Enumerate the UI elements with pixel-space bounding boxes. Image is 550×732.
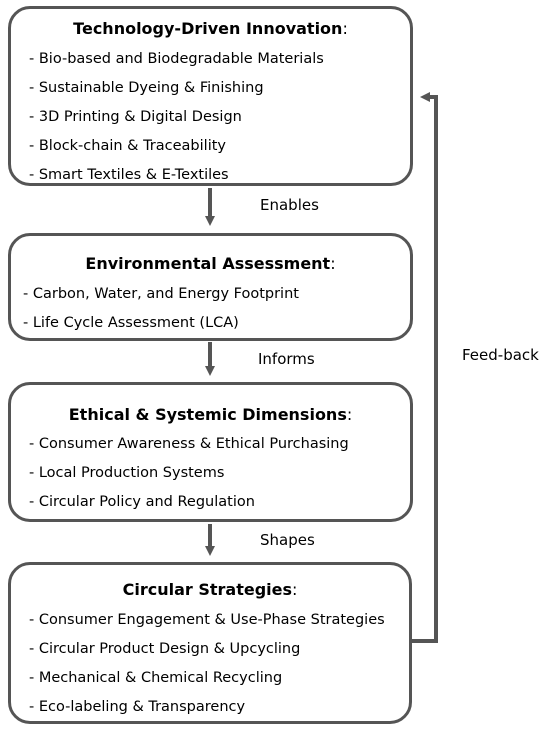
list-item: - Life Cycle Assessment (LCA) (23, 315, 239, 331)
list-item: - Circular Product Design & Upcycling (29, 641, 301, 657)
list-item: - Consumer Awareness & Ethical Purchasin… (29, 436, 349, 452)
list-item: - Sustainable Dyeing & Finishing (29, 80, 264, 96)
connector-label-enables: Enables (260, 196, 319, 214)
technology-innovation-box: Technology-Driven Innovation: - Bio-base… (8, 6, 413, 186)
list-item: - Circular Policy and Regulation (29, 494, 255, 510)
environmental-assessment-box: Environmental Assessment: - Carbon, Wate… (8, 233, 413, 341)
list-item: - Smart Textiles & E-Textiles (29, 167, 229, 183)
list-item: - Carbon, Water, and Energy Footprint (23, 286, 299, 302)
box-title: Environmental Assessment: (85, 254, 336, 273)
box-title: Circular Strategies: (122, 580, 298, 599)
list-item: - Bio-based and Biodegradable Materials (29, 51, 324, 67)
connector-label-shapes: Shapes (260, 531, 315, 549)
list-item: - Mechanical & Chemical Recycling (29, 670, 283, 686)
list-item: - Consumer Engagement & Use-Phase Strate… (29, 612, 385, 628)
box-title: Technology-Driven Innovation: (73, 19, 348, 38)
ethical-systemic-box: Ethical & Systemic Dimensions: - Consume… (8, 382, 413, 522)
feedback-loop-arrow (411, 92, 438, 643)
list-item: - Eco-labeling & Transparency (29, 699, 246, 715)
box-title: Ethical & Systemic Dimensions: (68, 405, 353, 424)
list-item: - Block-chain & Traceability (29, 138, 226, 154)
feedback-label: Feed-back (462, 346, 539, 364)
connector-label-informs: Informs (258, 350, 315, 368)
circular-strategies-box: Circular Strategies: - Consumer Engageme… (8, 562, 412, 724)
list-item: - Local Production Systems (29, 465, 225, 481)
list-item: - 3D Printing & Digital Design (29, 109, 242, 125)
